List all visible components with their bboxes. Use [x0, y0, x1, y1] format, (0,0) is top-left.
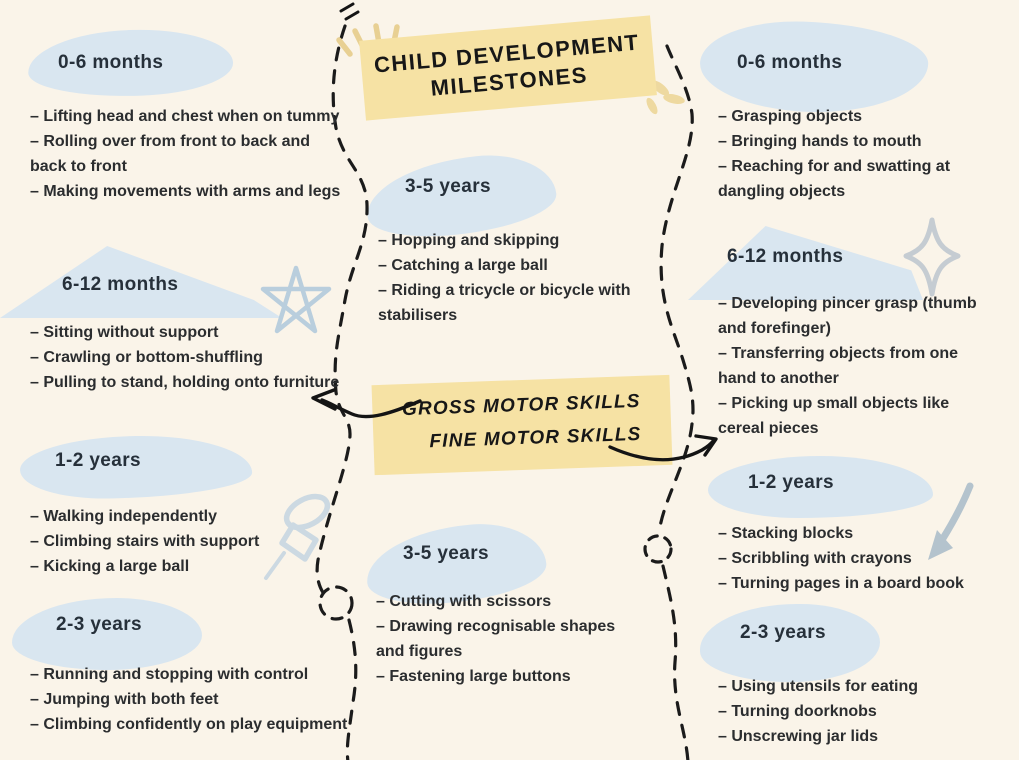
section-heading: 3-5 years [403, 543, 490, 564]
fine-motor-skills-label: FINE MOTOR SKILLS [429, 423, 642, 453]
heading-blob [708, 456, 933, 518]
milestone-item: – Kicking a large ball [30, 558, 190, 575]
dashed-loop-right [643, 534, 673, 564]
milestone-item: – Walking independently [30, 508, 217, 525]
section-heading: 0-6 months [737, 52, 843, 73]
milestone-item: – Lifting head and chest when on tummy [30, 108, 340, 125]
milestone-list: – Grasping objects – Bringing hands to m… [718, 104, 1010, 204]
milestone-item: – Fastening large buttons [376, 668, 571, 685]
gross-motor-skills-label: GROSS MOTOR SKILLS [401, 390, 641, 421]
milestone-item: – Climbing confidently on play equipment [30, 716, 348, 733]
milestone-item: – Turning doorknobs [718, 703, 877, 720]
milestone-list: – Cutting with scissors – Drawing recogn… [376, 589, 644, 689]
milestone-item: – Stacking blocks [718, 525, 854, 542]
milestone-item: – Turning pages in a board book [718, 575, 964, 592]
section-heading: 2-3 years [740, 622, 827, 643]
milestone-list: – Using utensils for eating – Turning do… [718, 674, 1018, 749]
milestone-item: – Reaching for and swatting at dangling … [718, 158, 951, 200]
milestone-item: – Picking up small objects like cereal p… [718, 395, 950, 437]
milestone-list: – Sitting without support – Crawling or … [30, 320, 360, 395]
section-heading: 1-2 years [748, 472, 835, 493]
heading-blob [700, 604, 880, 682]
title-banner: CHILD DEVELOPMENT MILESTONES [359, 15, 657, 121]
milestone-item: – Grasping objects [718, 108, 863, 125]
milestone-item: – Using utensils for eating [718, 678, 919, 695]
milestone-item: – Pulling to stand, holding onto furnitu… [30, 374, 340, 391]
milestone-item: – Scribbling with crayons [718, 550, 912, 567]
milestone-list: – Developing pincer grasp (thumb and for… [718, 291, 998, 441]
section-heading: 3-5 years [405, 176, 492, 197]
milestone-list: – Lifting head and chest when on tummy –… [30, 104, 342, 204]
milestone-list: – Running and stopping with control – Ju… [30, 662, 380, 737]
milestone-item: – Hopping and skipping [378, 232, 560, 249]
milestone-item: – Making movements with arms and legs [30, 183, 341, 200]
milestone-item: – Running and stopping with control [30, 666, 309, 683]
section-heading: 2-3 years [56, 614, 143, 635]
tick-marks-icon [339, 2, 360, 21]
milestone-item: – Drawing recognisable shapes and figure… [376, 618, 616, 660]
skills-banner: GROSS MOTOR SKILLS FINE MOTOR SKILLS [371, 374, 673, 476]
section-heading: 6-12 months [727, 246, 844, 267]
milestone-item: – Rolling over from front to back and ba… [30, 133, 311, 175]
milestone-item: – Catching a large ball [378, 257, 548, 274]
milestone-item: – Developing pincer grasp (thumb and for… [718, 295, 977, 337]
milestone-item: – Jumping with both feet [30, 691, 219, 708]
milestone-item: – Bringing hands to mouth [718, 133, 922, 150]
milestone-list: – Hopping and skipping – Catching a larg… [378, 228, 688, 328]
milestone-item: – Transferring objects from one hand to … [718, 345, 959, 387]
milestone-list: – Stacking blocks – Scribbling with cray… [718, 521, 1018, 596]
section-heading: 1-2 years [55, 450, 142, 471]
section-heading: 0-6 months [58, 52, 164, 73]
milestone-item: – Climbing stairs with support [30, 533, 260, 550]
dashed-loop-left [318, 585, 354, 621]
milestone-list: – Walking independently – Climbing stair… [30, 504, 360, 579]
milestone-item: – Sitting without support [30, 324, 219, 341]
milestone-item: – Unscrewing jar lids [718, 728, 879, 745]
milestone-item: – Cutting with scissors [376, 593, 552, 610]
section-heading: 6-12 months [62, 274, 179, 295]
milestone-item: – Riding a tricycle or bicycle with stab… [378, 282, 631, 324]
milestone-item: – Crawling or bottom-shuffling [30, 349, 263, 366]
heading-blob [12, 598, 202, 670]
